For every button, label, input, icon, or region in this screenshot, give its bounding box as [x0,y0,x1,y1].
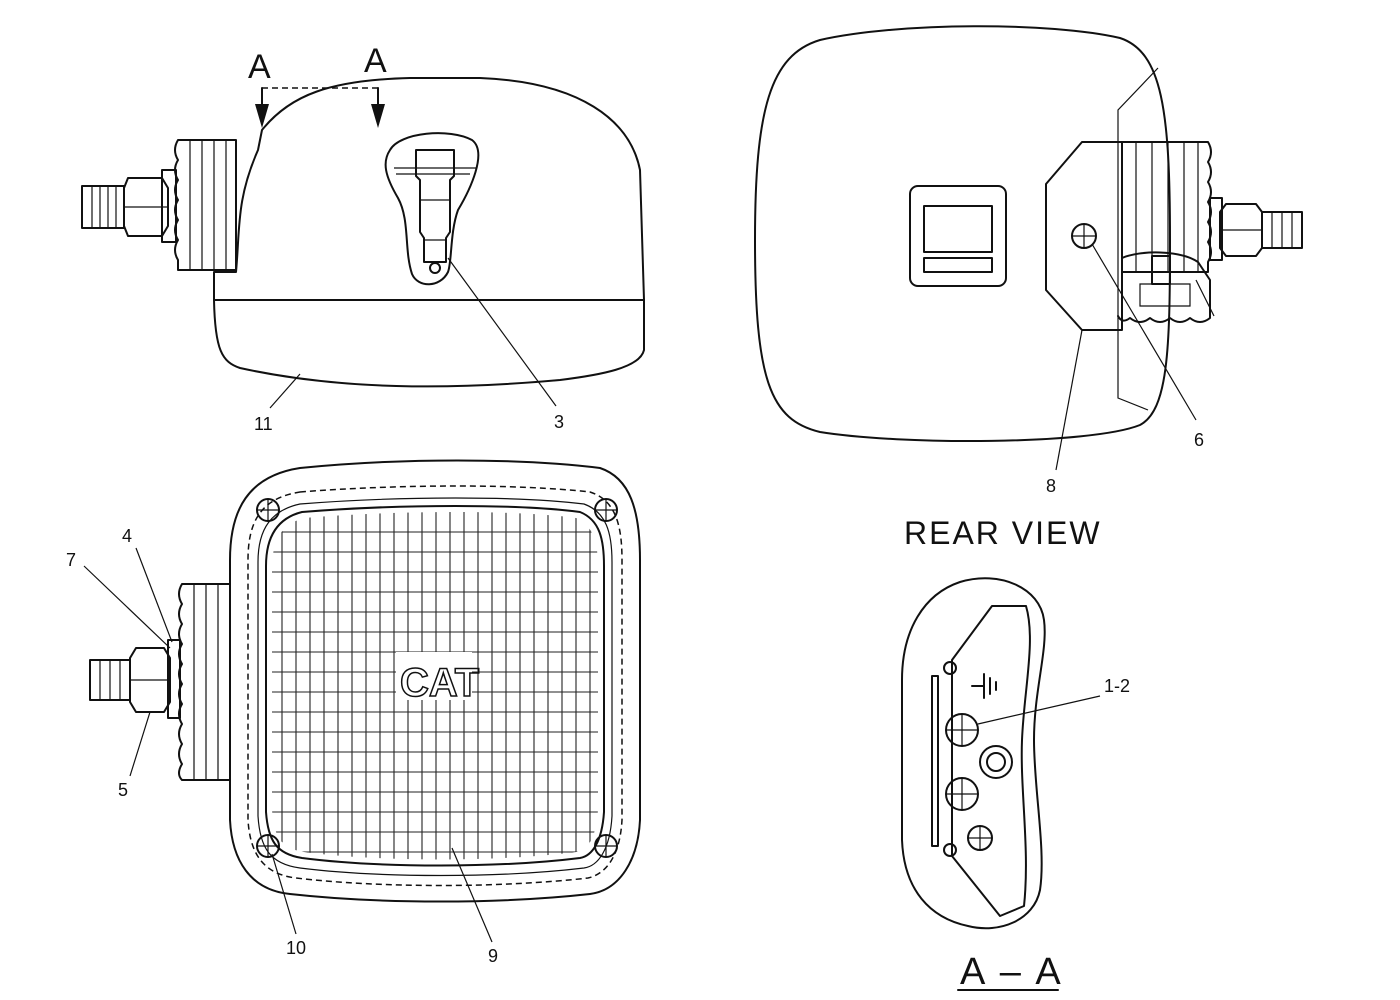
section-mark-left: A [248,48,271,86]
washer-front [167,639,181,719]
section-a-a-label: A – A [960,951,1064,993]
section-mark-right: A [364,42,387,80]
callout-4: 4 [122,526,132,546]
callout-8: 8 [1046,476,1056,496]
mounting-nut-rear [1219,203,1263,257]
callout-5: 5 [118,780,128,800]
mounting-stud-rear [1261,211,1303,249]
label-plate [909,185,1007,287]
callout-3: 3 [554,412,564,432]
callout-10: 10 [286,938,306,958]
ground-symbol-icon [971,673,997,699]
lens-rim [265,505,605,867]
cutaway-connector [1117,251,1211,323]
callout-9: 9 [488,946,498,966]
terminal-center [979,745,1013,779]
terminal-strip [931,675,939,847]
section-arrow-right [371,104,385,128]
rubber-boot-rear [1121,141,1212,273]
bulb-window [384,132,480,286]
callout-1-2: 1-2 [1104,676,1130,696]
bulb [415,149,455,263]
mounting-stud-front [89,659,131,701]
section-a-a-view: 1-2 A – A [901,577,1130,993]
rear-view: 6 8 REAR VIEW [754,25,1303,551]
lamp-housing-side [213,77,645,388]
front-view: CAT 4 7 5 10 9 [66,459,641,966]
lamp-housing-rear [754,25,1171,442]
callout-7: 7 [66,550,76,570]
rubber-boot-front [178,583,231,781]
rear-view-label: REAR VIEW [904,515,1102,551]
rubber-boot-side [174,139,237,271]
callout-6: 6 [1194,430,1204,450]
connector-housing-section [901,577,1046,930]
callout-11: 11 [254,414,273,434]
side-view: A A 11 3 [81,42,645,434]
corner-screws [256,498,618,858]
section-arrow-left [255,104,269,128]
cat-logo: CAT [400,661,479,705]
mounting-stud-side [81,185,125,229]
lamp-housing-front [229,459,641,903]
